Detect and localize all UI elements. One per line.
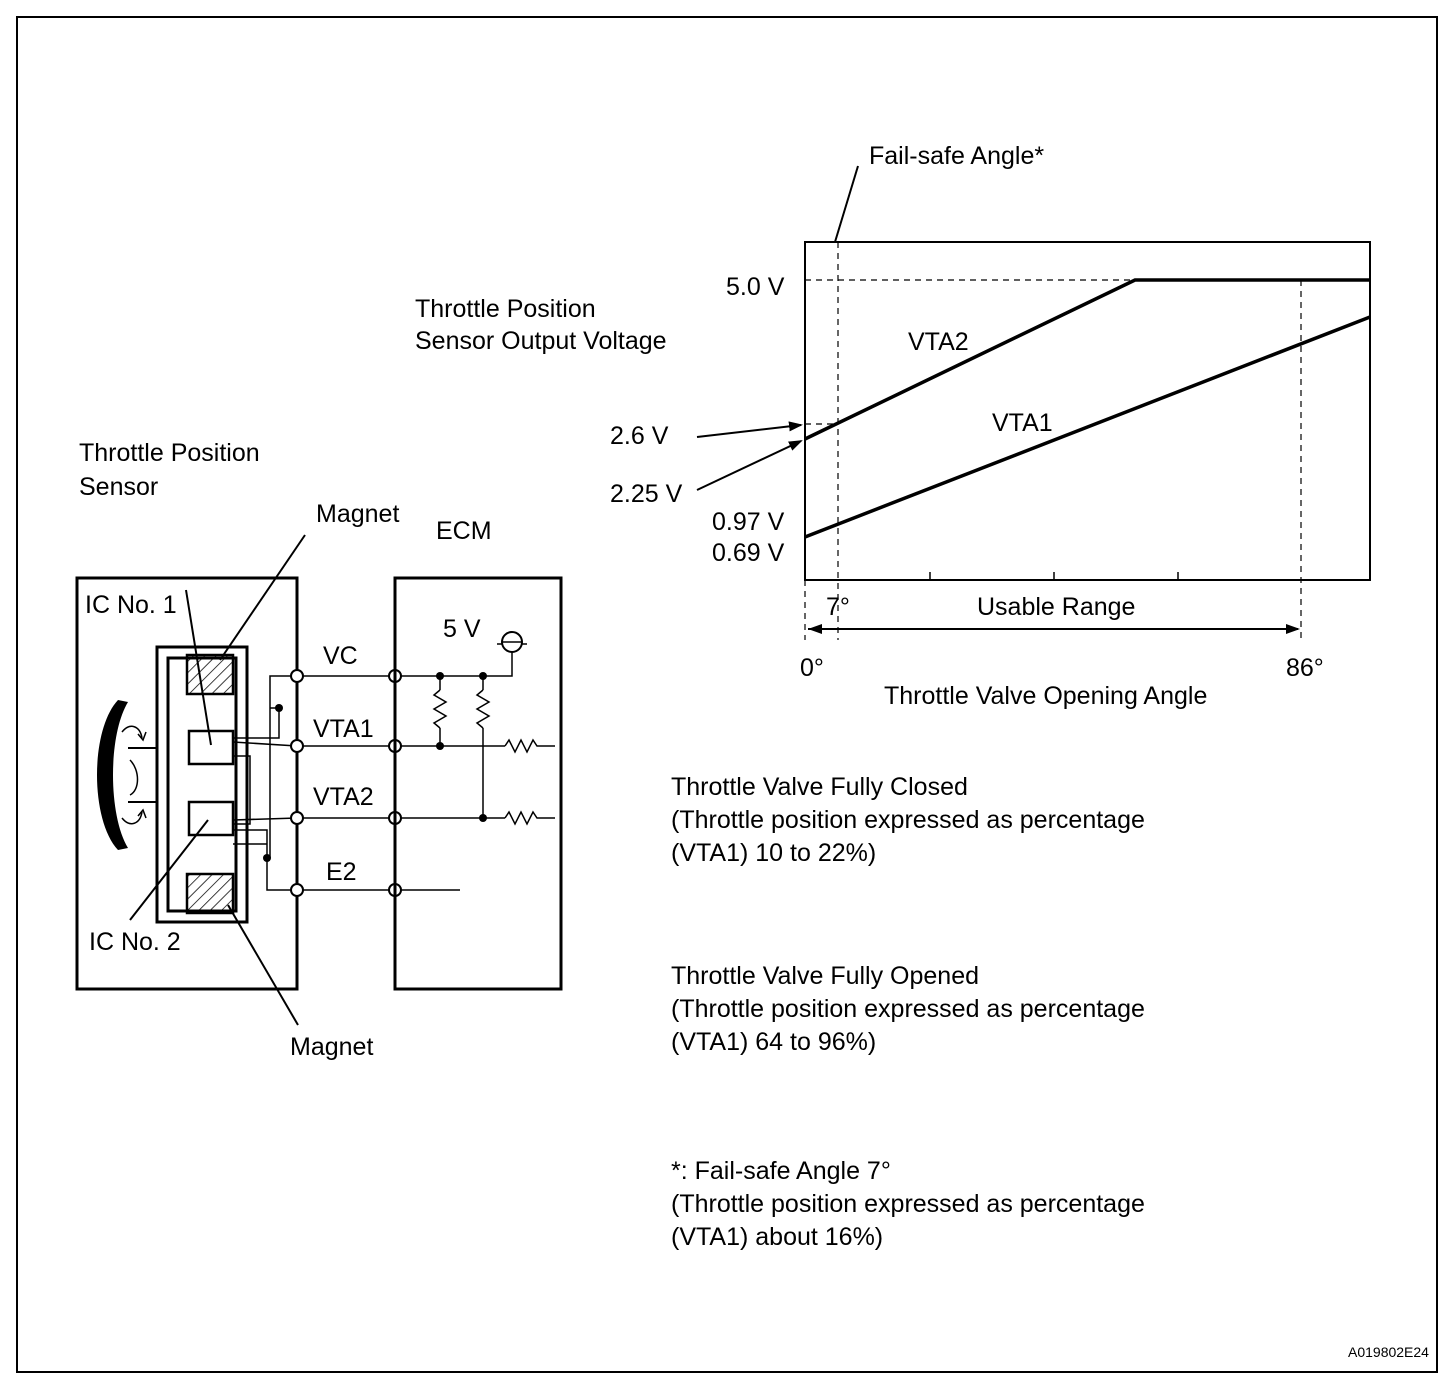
vta1-curve-label: VTA1 <box>992 409 1053 437</box>
note-opened-line2: (Throttle position expressed as percenta… <box>671 995 1145 1023</box>
terminal-vta1-label: VTA1 <box>313 715 374 743</box>
ecm-junction-dots <box>436 672 487 822</box>
ic1-block <box>187 729 235 766</box>
ic2-pointer <box>129 819 209 921</box>
note-opened-line1: Throttle Valve Fully Opened <box>671 962 980 990</box>
tick-86-label: 86° <box>1286 654 1324 682</box>
ic2-label: IC No. 2 <box>89 928 181 956</box>
ecm-wiring <box>401 643 555 891</box>
note-failsafe-line2: (Throttle position expressed as percenta… <box>671 1190 1145 1218</box>
ic1-label: IC No. 1 <box>85 591 177 619</box>
voltage-2-25-label: 2.25 V <box>610 480 683 508</box>
note-closed-line2: (Throttle position expressed as percenta… <box>671 806 1145 834</box>
sensor-title-line2: Sensor <box>79 473 159 501</box>
graph-x-ticks <box>929 572 1179 580</box>
arrow-2-25v <box>696 440 803 491</box>
supply-5v-label: 5 V <box>443 615 481 643</box>
sensor-junction-dots <box>263 704 283 862</box>
magnet-bottom-block <box>185 872 235 915</box>
failsafe-angle-label: Fail-safe Angle* <box>869 142 1045 170</box>
note-closed-line1: Throttle Valve Fully Closed <box>671 773 968 801</box>
failsafe-pointer <box>834 165 859 243</box>
usable-range-label: Usable Range <box>977 593 1136 621</box>
magnet-top-pointer <box>219 534 306 661</box>
ecm-label: ECM <box>436 517 492 545</box>
tick-0-label: 0° <box>800 654 824 682</box>
graph-dashed-guides <box>804 242 1302 640</box>
graph-ylabel-line1: Throttle Position <box>415 295 596 323</box>
note-closed-line3: (VTA1) 10 to 22%) <box>671 839 877 867</box>
harness-wires <box>297 675 395 891</box>
graph-axes <box>804 241 1371 581</box>
graph-xlabel: Throttle Valve Opening Angle <box>884 682 1208 710</box>
graph-ylabel-line2: Sensor Output Voltage <box>415 327 667 355</box>
terminal-vc-label: VC <box>323 642 358 670</box>
magnet-top-block <box>185 653 235 696</box>
note-failsafe-line3: (VTA1) about 16%) <box>671 1223 884 1251</box>
terminal-vta2-label: VTA2 <box>313 783 374 811</box>
voltage-0-69-label: 0.69 V <box>712 539 785 567</box>
magnet-bottom-pointer <box>227 904 299 1026</box>
voltage-0-97-label: 0.97 V <box>712 508 785 536</box>
ecm-housing <box>393 576 563 991</box>
sensor-housing <box>75 576 299 991</box>
ic2-block <box>187 800 235 837</box>
figure-id: A019802E24 <box>1348 1344 1429 1360</box>
arrow-2-6v <box>696 421 803 438</box>
voltage-5-0-label: 5.0 V <box>726 273 785 301</box>
tick-7-label: 7° <box>826 593 850 621</box>
vta2-curve-label: VTA2 <box>908 328 969 356</box>
vta2-line <box>804 278 1370 441</box>
rotation-icon <box>97 700 157 850</box>
ic1-pointer <box>185 589 212 746</box>
note-opened-line3: (VTA1) 64 to 96%) <box>671 1028 877 1056</box>
magnet-top-label: Magnet <box>316 500 400 528</box>
voltage-2-6-label: 2.6 V <box>610 422 669 450</box>
note-failsafe-line1: *: Fail-safe Angle 7° <box>671 1157 891 1185</box>
vta1-line <box>804 315 1371 539</box>
sensor-title-line1: Throttle Position <box>79 439 260 467</box>
terminal-e2-label: E2 <box>326 858 357 886</box>
diagram-frame <box>16 16 1438 1373</box>
magnet-bottom-label: Magnet <box>290 1033 374 1061</box>
